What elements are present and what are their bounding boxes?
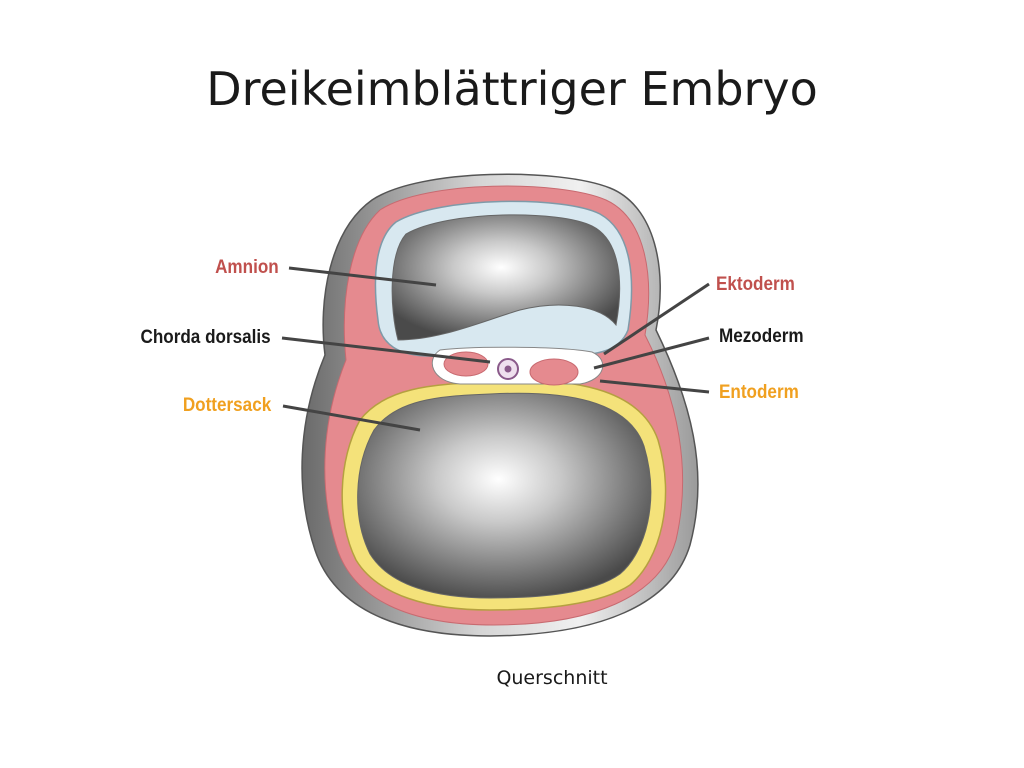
label-mezoderm: Mezoderm [719, 326, 804, 347]
label-chorda-dorsalis: Chorda dorsalis [140, 327, 271, 348]
caption-querschnitt: Querschnitt [496, 667, 608, 689]
label-dottersack: Dottersack [182, 395, 271, 416]
label-amnion: Amnion [215, 257, 279, 278]
amniotic-cavity [391, 214, 621, 341]
label-ektoderm: Ektoderm [716, 274, 795, 295]
leader-line-amnion [288, 266, 437, 287]
leader-line-ektoderm [603, 282, 710, 356]
page-title: Dreikeimblättriger Embryo [206, 62, 818, 116]
leader-line-entoderm [599, 379, 710, 394]
chorda-dorsalis-core [504, 365, 512, 373]
mesoderm-left-fold [443, 351, 489, 377]
label-entoderm: Entoderm [719, 382, 799, 403]
yolk-sac-cavity [357, 392, 652, 599]
mesoderm-right-fold [529, 358, 579, 386]
leader-line-dottersack [282, 404, 421, 432]
leader-line-chorda [281, 336, 491, 364]
leader-line-mezoderm [593, 336, 710, 370]
